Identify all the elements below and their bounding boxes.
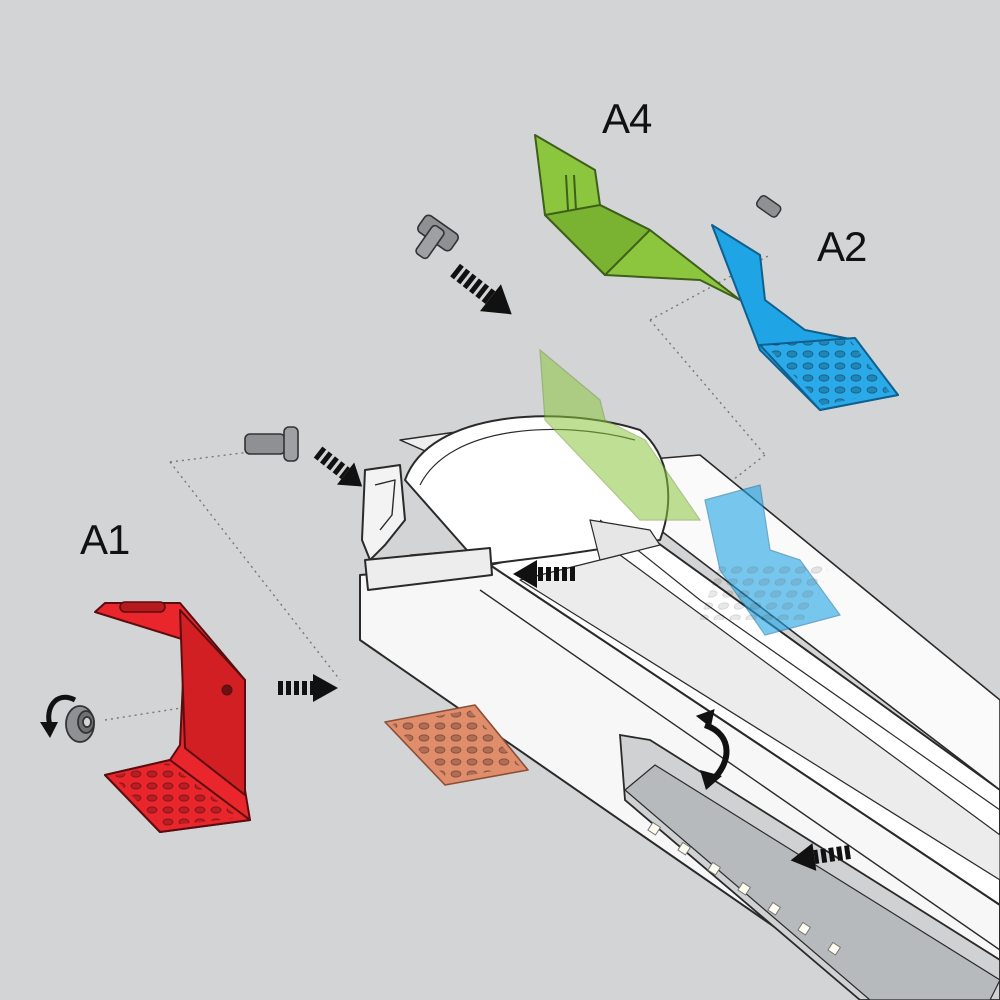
screw-upper — [415, 214, 459, 260]
bracket-a2-installed-ghost — [699, 484, 841, 636]
copper-pad — [384, 704, 529, 786]
label-a2: A2 — [817, 223, 867, 270]
bracket-a4 — [534, 134, 741, 301]
bracket-a4-installed-ghost — [539, 348, 702, 521]
label-a4: A4 — [602, 95, 652, 142]
bracket-a2 — [711, 224, 899, 411]
screw-left — [244, 426, 299, 462]
insert-arrow-a1-icon — [278, 674, 338, 702]
guide-lines — [104, 254, 771, 721]
insert-arrow-left-icon — [313, 446, 363, 487]
insert-arrow-led-icon — [790, 843, 851, 871]
rotate-arrow-icon — [40, 695, 77, 738]
pin-a2 — [755, 195, 782, 218]
nut-washer — [65, 705, 95, 743]
label-a1: A1 — [80, 516, 130, 563]
rotate-arrow-profile-icon — [695, 709, 730, 790]
led-chips — [647, 821, 842, 956]
insert-arrow-profile-icon — [513, 560, 575, 588]
insert-arrow-upper-icon — [450, 263, 512, 315]
bracket-a1 — [94, 601, 251, 833]
